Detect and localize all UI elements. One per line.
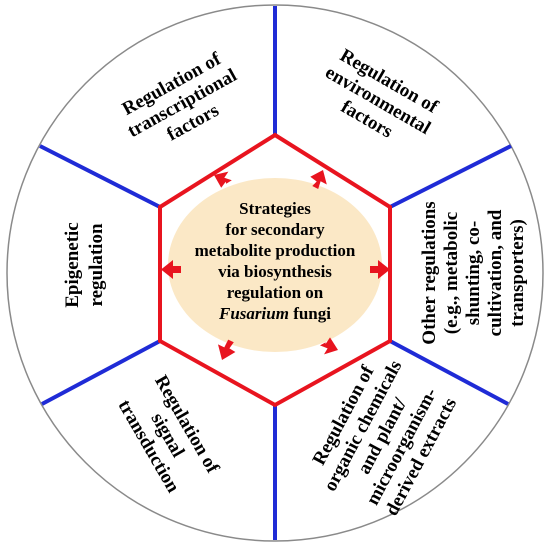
center-line-4: via biosynthesis	[218, 262, 332, 281]
center-line-3: metabolite production	[195, 241, 356, 260]
segment-epigenetic-line-2: regulation	[86, 223, 107, 306]
segment-epigenetic-regulation: Epigenetic regulation	[62, 222, 107, 308]
center-line-5: regulation on	[227, 283, 324, 302]
segment-other-line-2: (e.g., metabolic	[441, 212, 462, 334]
arrow-up-left	[214, 171, 232, 188]
divider-lines	[39, 6, 512, 540]
center-genus: Fusarium	[218, 304, 289, 323]
divider-lower-right	[389, 339, 509, 406]
segment-other-line-4: cultivation, and	[485, 209, 506, 336]
divider-upper-left	[39, 144, 161, 209]
arrows	[161, 170, 390, 360]
center-title: Strategies for secondary metabolite prod…	[195, 199, 356, 323]
arrow-right	[370, 260, 390, 279]
center-line-2: for secondary	[225, 220, 325, 239]
center-ellipse	[168, 178, 382, 352]
segment-other-line-1: Other regulations	[419, 201, 440, 344]
arrow-up-right	[310, 170, 327, 189]
divider-lower-left	[41, 339, 161, 406]
segment-other-line-3: shunting, co-	[463, 221, 484, 326]
segment-epigenetic-line-1: Epigenetic	[62, 222, 83, 308]
center-line-6: Fusarium fungi	[218, 304, 331, 323]
divider-upper-right	[389, 144, 512, 209]
center-line-1: Strategies	[239, 199, 311, 218]
arrow-left	[161, 260, 181, 279]
segment-other-line-5: transporters)	[507, 219, 528, 327]
arrow-down-left	[218, 339, 236, 360]
arrow-down-right	[320, 337, 338, 355]
segment-other-regulations: Other regulations (e.g., metabolic shunt…	[419, 201, 528, 344]
center-line-6-rest: fungi	[289, 304, 331, 323]
